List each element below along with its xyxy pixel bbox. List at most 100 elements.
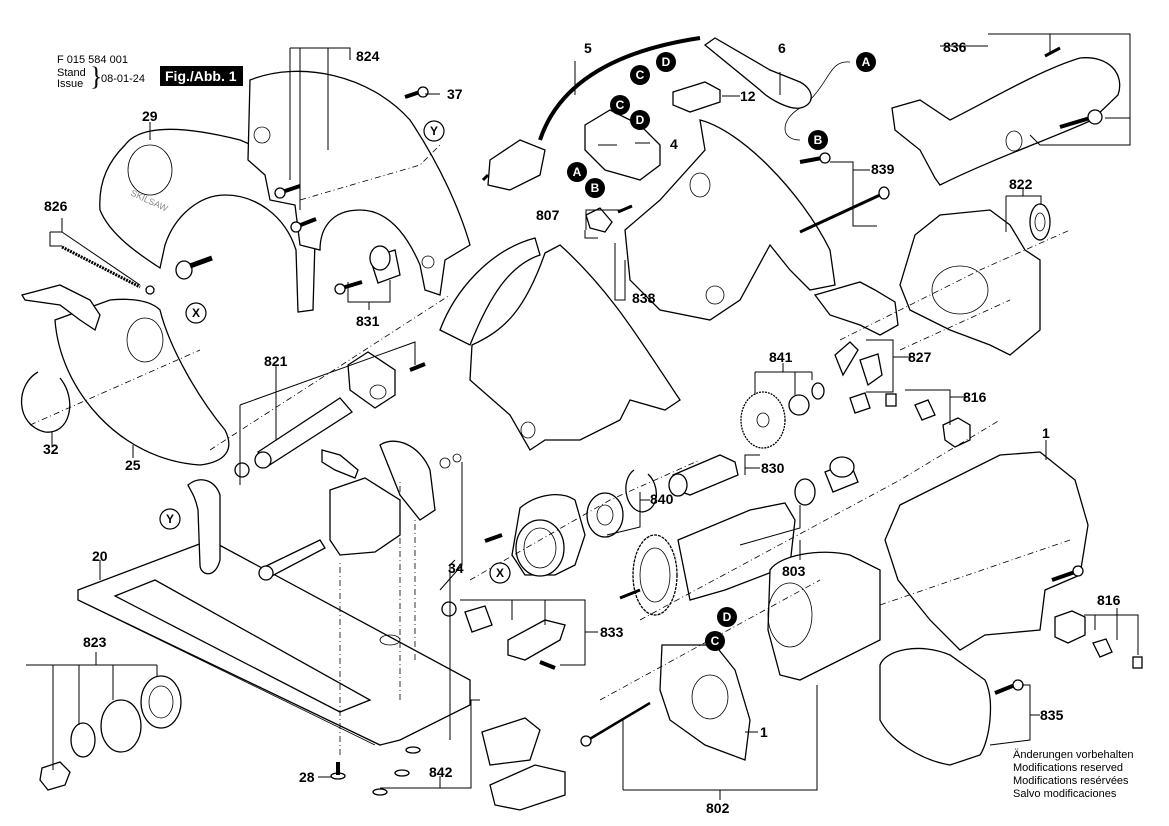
notice-line-fr: Modifications resérvées [1013,775,1129,787]
callout-840[interactable]: 840 [650,491,674,507]
marker-b-switch: B [585,178,605,198]
callout-822[interactable]: 822 [1009,176,1033,192]
modifications-notice: Änderungen vorbehalten Modifications res… [1013,749,1133,801]
callout-807[interactable]: 807 [536,207,560,223]
base-plate[interactable] [77,479,471,746]
svg-text:X: X [192,306,200,320]
callout-831[interactable]: 831 [356,313,380,329]
svg-text:D: D [636,113,645,127]
callout-839[interactable]: 839 [871,161,895,177]
callout-802[interactable]: 802 [706,800,730,816]
brush-cover[interactable] [879,647,1024,766]
stator[interactable] [767,551,881,681]
housing-screws[interactable] [799,152,890,234]
callout-827[interactable]: 827 [908,349,932,365]
capacitor[interactable] [672,81,721,113]
callout-816-bottom[interactable]: 816 [1097,592,1121,608]
svg-text:B: B [591,181,600,195]
marker-a-switch: A [567,162,587,182]
marker-b-cord: B [808,130,828,150]
carbon-brush-set-top[interactable] [885,393,971,448]
upper-blade-guard[interactable]: SKILSAW [99,128,317,313]
bevel-lever[interactable] [441,601,566,670]
retaining-ring[interactable] [20,371,71,433]
bushing[interactable] [334,245,401,295]
callout-1-endplate[interactable]: 1 [760,724,768,740]
callout-826[interactable]: 826 [44,198,68,214]
callout-803[interactable]: 803 [782,563,806,579]
blade-flange-set[interactable] [39,675,182,791]
end-plate[interactable] [580,644,751,761]
callout-838[interactable]: 838 [632,290,656,306]
connector-markers: A B D C C D A B [159,52,876,651]
callout-821[interactable]: 821 [264,353,288,369]
callout-842[interactable]: 842 [429,764,453,780]
armature[interactable] [619,502,796,616]
bearing-840[interactable] [586,469,657,538]
callout-32[interactable]: 32 [43,441,59,457]
part-number: F 015 584 001 [57,54,128,66]
marker-d-stator: D [717,607,737,627]
callout-25[interactable]: 25 [125,457,141,473]
svg-text:A: A [573,165,582,179]
svg-text:Y: Y [166,512,174,526]
callout-836[interactable]: 836 [943,39,967,55]
drive-gear[interactable] [740,382,825,449]
marker-y-bracket: Y [423,120,445,142]
cord-strain-relief[interactable] [703,37,851,141]
lower-blade-guard[interactable] [20,284,230,466]
bearing-822[interactable] [1029,203,1051,241]
callout-labels: 824 37 29 826 831 821 32 25 20 34 823 83… [43,39,1121,816]
marker-a-cord: A [856,52,876,72]
notice-line-de: Änderungen vorbehalten [1013,749,1134,761]
callout-12[interactable]: 12 [740,88,756,104]
carbon-brush-set-bottom[interactable] [1054,610,1143,669]
assembly-axis-lines [29,144,1071,755]
leader-lines [26,33,1139,800]
svg-text:Y: Y [430,124,438,138]
guide-clamp[interactable] [481,717,566,811]
armature-bearings[interactable] [794,456,859,506]
marker-y-base: Y [159,508,181,530]
callout-816-top[interactable]: 816 [963,389,987,405]
power-cord[interactable] [481,36,701,191]
bearing-flange[interactable] [484,494,586,577]
callout-833[interactable]: 833 [600,624,624,640]
depth-axle[interactable] [234,351,426,478]
callout-824[interactable]: 824 [356,48,380,64]
gear-housing[interactable] [899,209,1041,356]
spindle[interactable] [668,454,739,497]
callout-841[interactable]: 841 [769,349,793,365]
spring[interactable] [61,245,155,295]
callout-4[interactable]: 4 [670,136,678,152]
callout-20[interactable]: 20 [92,548,108,564]
housing-half[interactable] [624,119,836,321]
callout-830[interactable]: 830 [761,460,785,476]
svg-text:B: B [814,133,823,147]
svg-text:D: D [662,55,671,69]
callout-34[interactable]: 34 [448,560,464,576]
callout-835[interactable]: 835 [1040,707,1064,723]
brace-symbol: } [90,62,103,91]
main-handle[interactable] [439,237,681,451]
notice-line-es: Salvo modificaciones [1013,788,1117,800]
cable-clip[interactable] [585,204,633,233]
callout-29[interactable]: 29 [142,108,158,124]
stand-label: Stand [57,67,86,79]
callout-1-housing[interactable]: 1 [1042,425,1050,441]
issue-label: Issue [57,78,84,90]
handle-cover[interactable] [891,46,1121,186]
tilt-bracket[interactable] [258,440,462,581]
marker-x-flange: X [489,562,511,584]
callout-28[interactable]: 28 [299,769,315,785]
callout-6[interactable]: 6 [778,40,786,56]
base-screws[interactable] [330,746,421,796]
marker-c-switch: C [610,95,630,115]
callout-5[interactable]: 5 [584,40,592,56]
guard-bolt[interactable] [175,255,213,280]
marker-x-guard: X [185,302,207,324]
callout-37[interactable]: 37 [447,86,463,102]
callout-823[interactable]: 823 [83,634,107,650]
marker-d-capacitor: D [656,52,676,72]
